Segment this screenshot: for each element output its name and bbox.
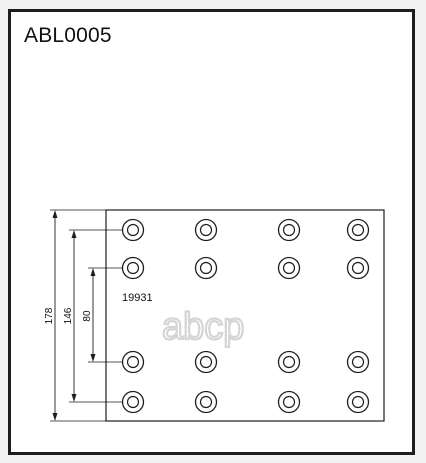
rivet-hole xyxy=(194,218,218,242)
rivet-hole-outer-ring xyxy=(277,350,301,374)
rivet-hole-outer-ring xyxy=(194,390,218,414)
rivet-hole-outer-ring xyxy=(277,390,301,414)
dimension-overall-height: 178 xyxy=(44,209,106,422)
rivet-hole-inner-ring xyxy=(351,223,365,237)
rivet-hole-inner-ring xyxy=(199,355,213,369)
rivet-hole-inner-ring xyxy=(282,395,296,409)
arrow-up xyxy=(71,230,77,238)
rivet-hole xyxy=(121,390,145,414)
arrow-down xyxy=(52,413,58,421)
arrow-up xyxy=(90,268,96,276)
rivet-hole-inner-ring xyxy=(351,395,365,409)
rivet-hole xyxy=(121,218,145,242)
rivet-hole-outer-ring xyxy=(277,218,301,242)
rivet-hole xyxy=(277,218,301,242)
rivet-hole-inner-ring xyxy=(199,223,213,237)
rivet-hole xyxy=(194,350,218,374)
rivet-hole-outer-ring xyxy=(346,256,370,280)
dimension-outer-rivet-span: 146 xyxy=(63,229,123,403)
rivet-hole-inner-ring xyxy=(126,395,140,409)
rivet-hole xyxy=(346,256,370,280)
rivet-hole-outer-ring xyxy=(194,256,218,280)
rivet-hole-outer-ring xyxy=(121,350,145,374)
watermark-logo: abcp xyxy=(162,306,244,348)
arrow-down xyxy=(71,394,77,402)
rivet-hole-inner-ring xyxy=(126,223,140,237)
rivet-hole xyxy=(346,350,370,374)
lining-plate-outline xyxy=(105,209,385,422)
rivet-hole-inner-ring xyxy=(351,261,365,275)
rivet-hole-outer-ring xyxy=(346,350,370,374)
rivet-hole-inner-ring xyxy=(282,261,296,275)
rivet-hole-outer-ring xyxy=(194,218,218,242)
rivet-hole xyxy=(346,218,370,242)
rivet-hole xyxy=(277,390,301,414)
rivet-hole-outer-ring xyxy=(346,390,370,414)
rivet-hole xyxy=(277,350,301,374)
rivet-hole-inner-ring xyxy=(199,261,213,275)
rivet-hole xyxy=(277,256,301,280)
rivet-hole-outer-ring xyxy=(121,218,145,242)
rivet-hole-outer-ring xyxy=(346,218,370,242)
arrow-up xyxy=(52,210,58,218)
rivet-hole-outer-ring xyxy=(277,256,301,280)
dimension-label-80: 80 xyxy=(82,310,93,322)
part-code-label: ABL0005 xyxy=(24,24,112,47)
rivet-hole-outer-ring xyxy=(121,256,145,280)
rivet-hole xyxy=(121,350,145,374)
rivet-hole-inner-ring xyxy=(126,355,140,369)
rivet-hole-inner-ring xyxy=(199,395,213,409)
rivet-hole xyxy=(194,256,218,280)
dimension-label-178: 178 xyxy=(44,307,55,324)
rivet-hole-outer-ring xyxy=(121,390,145,414)
rivet-hole xyxy=(194,390,218,414)
rivet-hole-inner-ring xyxy=(282,223,296,237)
rivet-hole-inner-ring xyxy=(282,355,296,369)
rivet-hole xyxy=(346,390,370,414)
dimension-label-146: 146 xyxy=(63,307,74,324)
rivet-hole-grid xyxy=(121,218,370,414)
rivet-hole-inner-ring xyxy=(351,355,365,369)
rivet-hole-inner-ring xyxy=(126,261,140,275)
arrow-down xyxy=(90,354,96,362)
serial-number-label: 19931 xyxy=(122,292,153,304)
rivet-hole-outer-ring xyxy=(194,350,218,374)
rivet-hole xyxy=(121,256,145,280)
dimension-inner-rivet-span: 80 xyxy=(82,267,123,363)
